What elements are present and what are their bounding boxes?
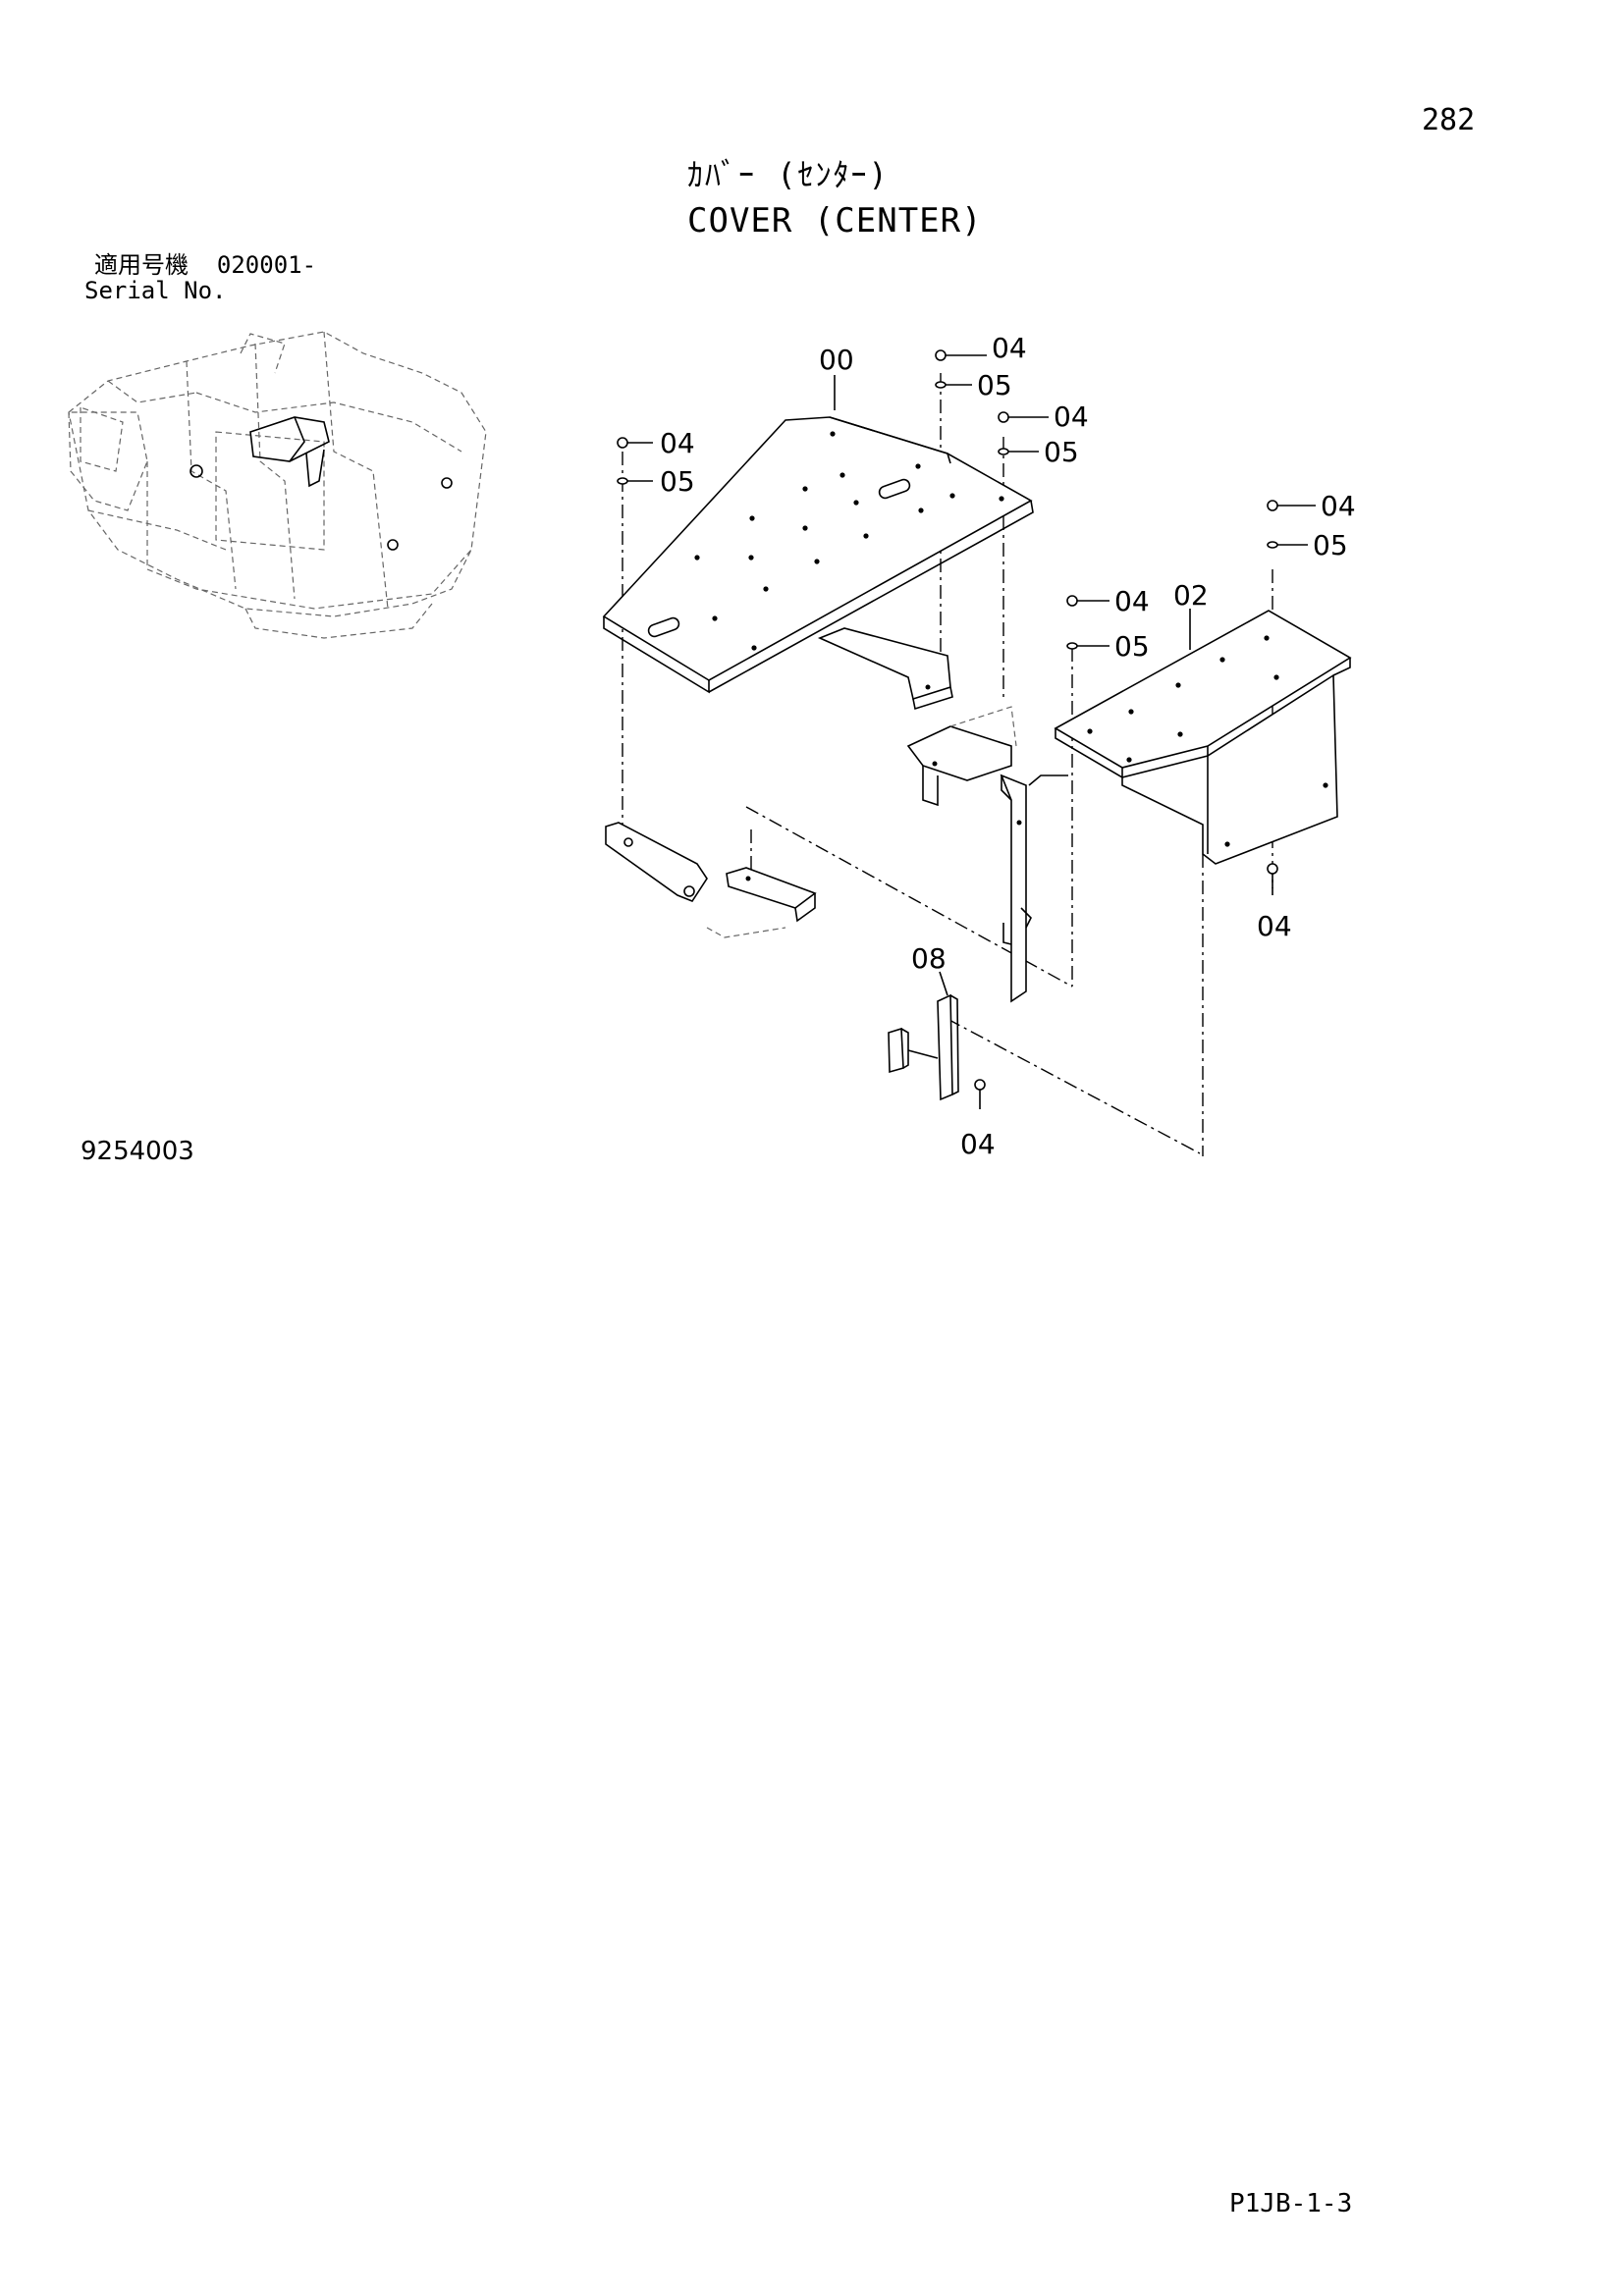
- label-04-bottom: 04: [960, 1128, 996, 1160]
- label-04-center: 04: [1054, 400, 1089, 433]
- label-00: 00: [819, 344, 854, 376]
- serial-value: 020001-: [216, 251, 317, 279]
- alignment-lines: [622, 373, 1273, 1156]
- label-05-mid: 05: [1114, 630, 1150, 663]
- center-vertical-stay: [906, 706, 1068, 1003]
- bolt-04-top-center: [935, 349, 987, 361]
- washer-05-top-center: [935, 381, 972, 389]
- bolt-04-right-lower: [1267, 863, 1278, 895]
- fasteners: [617, 349, 1316, 1109]
- bolt-04-top-left: [617, 437, 653, 449]
- washer-05-top-left: [617, 477, 653, 485]
- label-02: 02: [1173, 579, 1209, 612]
- part-00-center-cover-plate: [602, 416, 1034, 694]
- serial-label-ja-text: 適用号機: [94, 251, 189, 279]
- label-05-center: 05: [1044, 436, 1079, 468]
- label-05-right-top: 05: [1313, 529, 1348, 561]
- sheet-code: P1JB-1-3: [1229, 2189, 1353, 2218]
- bolt-04-right-top: [1267, 500, 1316, 511]
- washer-05-right-top: [1267, 541, 1308, 549]
- leader-lines: [834, 375, 1191, 996]
- label-04-top-left: 04: [660, 427, 695, 459]
- drawing-number: 9254003: [81, 1137, 194, 1166]
- label-05-top-center: 05: [977, 369, 1012, 401]
- serial-label-japanese: 適用号機 020001-: [94, 253, 316, 277]
- label-08: 08: [911, 942, 947, 975]
- page-number: 282: [1422, 103, 1476, 137]
- washer-05-center: [998, 448, 1039, 455]
- bolt-04-mid: [1066, 595, 1110, 607]
- washer-05-mid: [1066, 642, 1110, 650]
- label-04-top-center: 04: [992, 332, 1027, 364]
- bolt-04-center: [998, 411, 1049, 423]
- part-labels: 00 02 08 04 05 04 05 04 05 04 05 04 05 0…: [660, 332, 1356, 1160]
- bolt-04-bottom: [974, 1079, 986, 1109]
- serial-label-english: Serial No.: [84, 277, 227, 304]
- part-08-vertical-stay: [888, 993, 959, 1101]
- left-lower-bracket: [605, 822, 817, 938]
- title-english: COVER (CENTER): [687, 201, 983, 240]
- bracket-under-cover: [817, 627, 953, 711]
- label-04-right-lower: 04: [1257, 910, 1292, 942]
- label-05-top-left: 05: [660, 465, 695, 498]
- title-japanese: ｶﾊﾞｰ (ｾﾝﾀｰ): [687, 156, 890, 193]
- part-02-side-cover: [1054, 610, 1352, 865]
- machine-overview-sketch: [68, 331, 487, 639]
- label-04-mid: 04: [1114, 585, 1150, 617]
- label-04-right-top: 04: [1321, 490, 1356, 522]
